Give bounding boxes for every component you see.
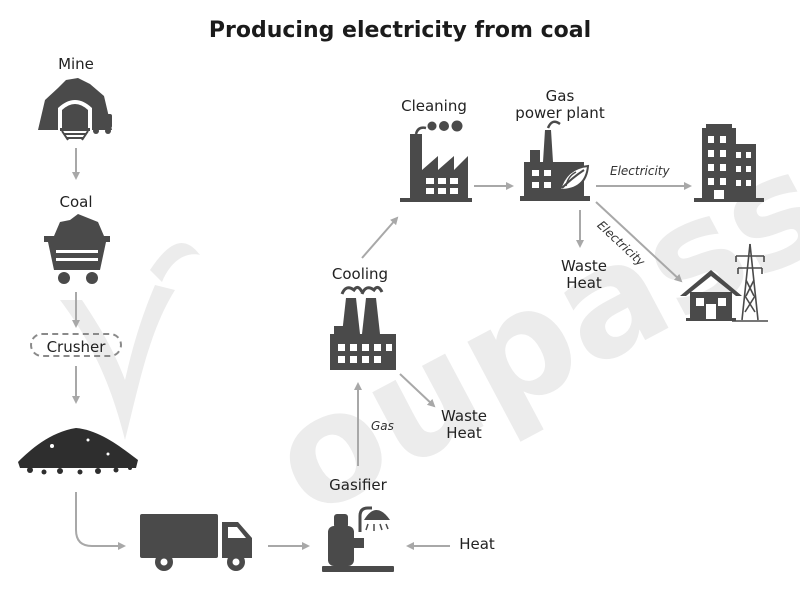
label-coal: Coal bbox=[59, 193, 93, 211]
label-cleaning: Cleaning bbox=[401, 97, 467, 115]
label-electricity-building: Electricity bbox=[610, 164, 670, 178]
cooling-plant-icon bbox=[330, 285, 396, 370]
truck-icon bbox=[140, 514, 252, 571]
arrow-cooling-to-waste-heat bbox=[399, 373, 436, 408]
label-waste-heat-top: Waste Heat bbox=[561, 257, 607, 292]
coal-cart-icon bbox=[44, 214, 110, 284]
arrow-pile-to-truck bbox=[75, 492, 126, 550]
label-gasifier: Gasifier bbox=[329, 476, 387, 494]
label-gas: Gas bbox=[371, 419, 394, 433]
label-cooling: Cooling bbox=[331, 265, 389, 283]
label-mine: Mine bbox=[58, 55, 94, 73]
gasifier-icon bbox=[322, 506, 394, 572]
coal-pile-icon bbox=[18, 428, 138, 475]
power-pylon-icon bbox=[732, 243, 768, 322]
power-plant-icon bbox=[520, 120, 590, 201]
office-building-icon bbox=[694, 124, 764, 202]
label-crusher: Crusher bbox=[30, 333, 122, 357]
label-heat: Heat bbox=[459, 535, 495, 553]
label-gas-power-plant: Gas power plant bbox=[515, 87, 605, 122]
arrow-power-plant-to-house bbox=[595, 201, 683, 283]
arrow-cooling-to-cleaning bbox=[361, 216, 399, 259]
arrows bbox=[72, 148, 692, 550]
label-waste-heat-mid: Waste Heat bbox=[441, 407, 487, 442]
house-icon bbox=[680, 270, 742, 321]
diagram-title: Producing electricity from coal bbox=[208, 18, 592, 43]
factory-icon bbox=[400, 120, 472, 202]
mine-icon bbox=[38, 78, 112, 141]
